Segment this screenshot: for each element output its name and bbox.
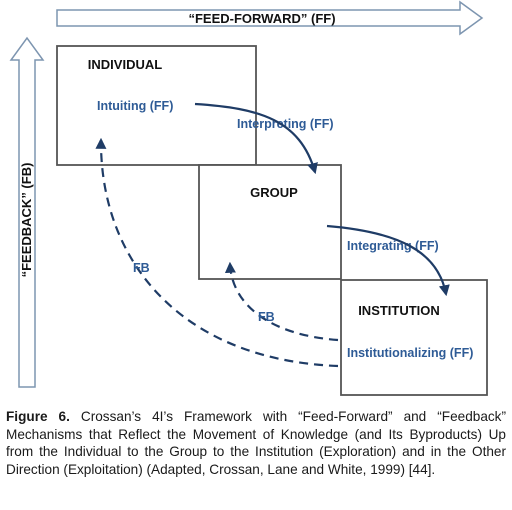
feedback-label: “FEEDBACK” (FB) bbox=[19, 163, 34, 278]
integrating-label: Integrating (FF) bbox=[347, 239, 439, 253]
caption-label: Figure 6. bbox=[6, 409, 70, 424]
fb-arrow-inner bbox=[224, 261, 339, 342]
feedback-arrow bbox=[9, 36, 45, 388]
group-label: GROUP bbox=[250, 185, 298, 200]
caption-text: Crossan’s 4I’s Framework with “Feed-Forw… bbox=[6, 409, 506, 477]
individual-label: INDIVIDUAL bbox=[88, 57, 162, 72]
figure-caption: Figure 6. Crossan’s 4I’s Framework with … bbox=[6, 408, 506, 478]
fb-upper-label: FB bbox=[133, 261, 150, 275]
feed-forward-arrow bbox=[56, 0, 484, 36]
institution-label: INSTITUTION bbox=[358, 303, 440, 318]
interpreting-label: Interpreting (FF) bbox=[237, 117, 334, 131]
fb-lower-label: FB bbox=[258, 310, 275, 324]
feed-forward-label: “FEED-FORWARD” (FF) bbox=[188, 11, 335, 26]
crossan-4i-diagram: “FEED-FORWARD” (FF) “FEEDBACK” (FB) INDI… bbox=[9, 0, 488, 396]
institutionalizing-label: Institutionalizing (FF) bbox=[347, 346, 473, 360]
ff-arrow-interpreting-integrating bbox=[326, 224, 450, 297]
ff-arrow-intuiting-interpreting bbox=[194, 102, 318, 175]
intuiting-label: Intuiting (FF) bbox=[97, 99, 173, 113]
institution-box bbox=[340, 279, 488, 396]
fb-arrow-outer bbox=[95, 137, 339, 368]
group-box bbox=[198, 164, 342, 280]
